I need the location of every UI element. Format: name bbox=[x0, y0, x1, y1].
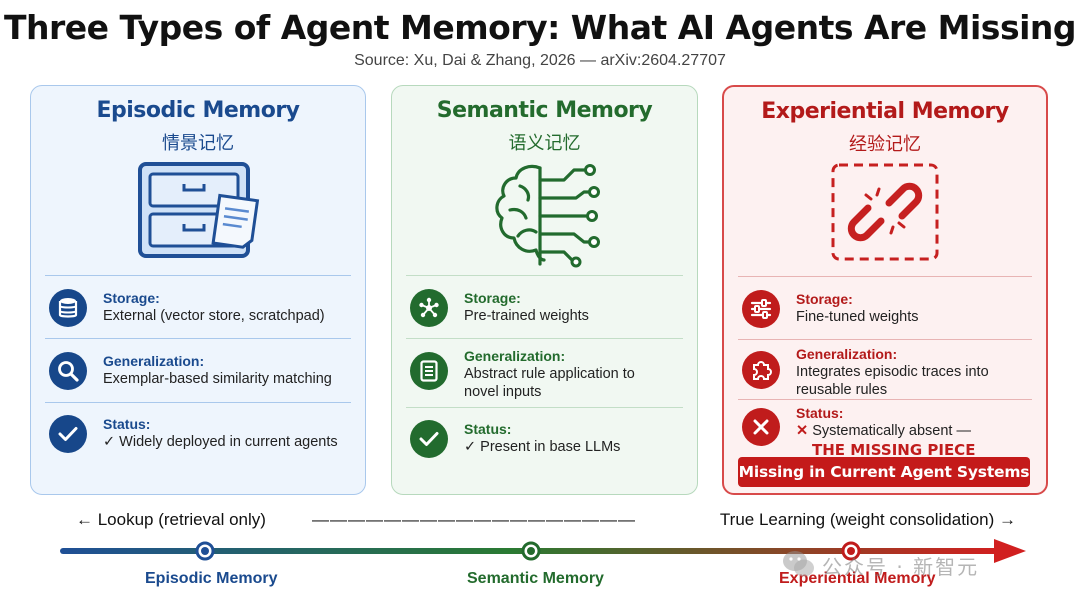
checkmark-icon bbox=[49, 415, 87, 453]
missing-piece-emphasis: THE MISSING PIECE bbox=[812, 441, 976, 459]
episodic-memory-card: Episodic Memory 情景记忆 Storage: External (… bbox=[30, 85, 366, 495]
spectrum-right-label: True Learning (weight consolidation) → bbox=[719, 510, 1016, 529]
spectrum-marker-semantic bbox=[521, 541, 541, 561]
network-node-icon bbox=[410, 289, 448, 327]
axis-label-episodic: Episodic Memory bbox=[145, 570, 278, 587]
page-title: Three Types of Agent Memory: What AI Age… bbox=[3, 8, 1077, 47]
card-divider bbox=[406, 338, 683, 339]
row-label: Storage: bbox=[796, 291, 853, 307]
database-icon bbox=[49, 289, 87, 327]
checkmark-icon bbox=[410, 420, 448, 458]
experiential-memory-card: Experiential Memory 经验记忆 Storage: Fine-t… bbox=[722, 85, 1048, 495]
row-value: Abstract rule application to novel input… bbox=[464, 366, 635, 400]
row-value: Pre-trained weights bbox=[464, 308, 589, 324]
row-label: Status: bbox=[464, 421, 512, 437]
watermark-text: 公众号 · 新智元 bbox=[822, 555, 980, 579]
card-divider bbox=[45, 338, 351, 339]
card-subtitle: 情景记忆 bbox=[162, 133, 234, 154]
row-label: Status: bbox=[796, 405, 844, 421]
card-divider bbox=[45, 402, 351, 403]
row-value: ✓ Widely deployed in current agents bbox=[103, 434, 338, 450]
sliders-icon bbox=[742, 290, 780, 328]
card-subtitle: 语义记忆 bbox=[508, 133, 581, 154]
spectrum-dashes: —————————————————— bbox=[312, 510, 636, 529]
row-value: Fine-tuned weights bbox=[796, 309, 919, 325]
row-label: Status: bbox=[103, 416, 151, 432]
card-divider bbox=[738, 276, 1032, 277]
document-list-icon bbox=[410, 352, 448, 390]
card-subtitle: 经验记忆 bbox=[849, 134, 921, 155]
row-value: ✓ Present in base LLMs bbox=[464, 439, 621, 455]
row-label: Generalization: bbox=[464, 348, 566, 364]
row-value: External (vector store, scratchpad) bbox=[103, 308, 325, 324]
file-cabinet-icon bbox=[31, 160, 365, 270]
spectrum-marker-episodic bbox=[195, 541, 215, 561]
card-title: Semantic Memory bbox=[436, 98, 653, 123]
spectrum-axis bbox=[58, 535, 1038, 567]
puzzle-piece-icon bbox=[742, 351, 780, 389]
page-subtitle: Source: Xu, Dai & Zhang, 2026 — arXiv:26… bbox=[354, 52, 726, 69]
broken-chain-icon bbox=[724, 161, 1046, 271]
card-divider bbox=[406, 407, 683, 408]
row-value: Exemplar-based similarity matching bbox=[103, 371, 332, 387]
row-value: ✕ Systematically absent — bbox=[796, 422, 1036, 440]
card-divider bbox=[406, 275, 683, 276]
row-label: Generalization: bbox=[796, 346, 898, 362]
cross-icon bbox=[742, 408, 780, 446]
card-divider bbox=[45, 275, 351, 276]
magnifier-icon bbox=[49, 352, 87, 390]
watermark: 公众号 · 新智元 bbox=[782, 548, 1052, 582]
status-text: Systematically absent — bbox=[812, 423, 971, 439]
spectrum-header: ← Lookup (retrieval only) ——————————————… bbox=[76, 510, 1016, 534]
semantic-memory-card: Semantic Memory 语义记忆 bbox=[391, 85, 698, 495]
x-mark-icon: ✕ bbox=[796, 423, 809, 439]
wechat-logo-icon bbox=[782, 549, 816, 584]
row-label: Storage: bbox=[464, 290, 521, 306]
spectrum-arrowhead bbox=[994, 539, 1026, 563]
axis-label-experiential: Experiential Memory bbox=[779, 570, 936, 587]
missing-banner: Missing in Current Agent Systems bbox=[738, 457, 1030, 487]
card-divider bbox=[738, 399, 1032, 400]
brain-circuit-icon bbox=[392, 160, 697, 270]
card-title: Experiential Memory bbox=[761, 99, 1009, 124]
card-title: Episodic Memory bbox=[96, 98, 300, 123]
row-value: Integrates episodic traces into reusable… bbox=[796, 364, 989, 398]
row-label: Generalization: bbox=[103, 353, 205, 369]
spectrum-left-label: ← Lookup (retrieval only) bbox=[76, 510, 266, 529]
row-label: Storage: bbox=[103, 290, 160, 306]
axis-label-semantic: Semantic Memory bbox=[467, 570, 604, 587]
spectrum-marker-experiential bbox=[841, 541, 861, 561]
card-divider bbox=[738, 339, 1032, 340]
